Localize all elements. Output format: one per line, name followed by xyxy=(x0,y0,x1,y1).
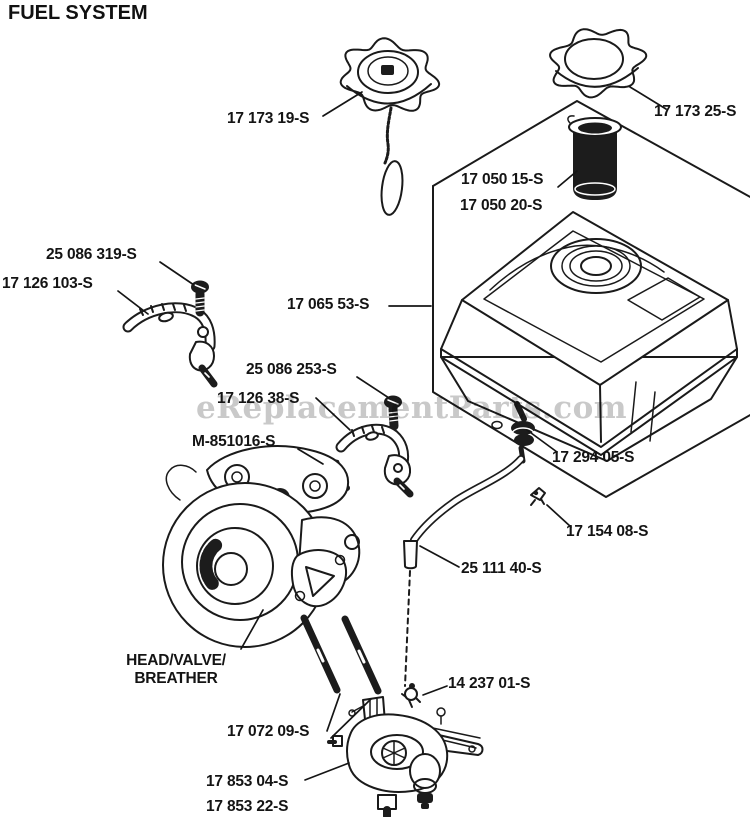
part-label-clamp-lower: 14 237 01-S xyxy=(448,675,531,692)
carburetor-drawing xyxy=(327,696,484,817)
part-label-fuel-outlet-valve: 17 294 05-S xyxy=(552,449,635,466)
part-label-studs: 17 072 09-S xyxy=(227,723,310,740)
fuel-tank-drawing xyxy=(440,211,738,462)
part-label-fuel-cap-tethered: 17 173 19-S xyxy=(227,110,310,127)
part-label-clamp-upper: 17 154 08-S xyxy=(566,523,649,540)
part-label-head-valve-breather: HEAD/VALVE/ BREATHER xyxy=(110,652,242,688)
part-label-fuel-cap: 17 173 25-S xyxy=(654,103,737,120)
head-valve-breather-line2: BREATHER xyxy=(134,670,218,687)
part-label-fuel-line: 25 111 40-S xyxy=(461,560,542,577)
studs-drawing xyxy=(300,614,382,695)
part-label-carburetor-a: 17 853 04-S xyxy=(206,773,289,790)
watermark: eReplacementParts.com xyxy=(196,390,628,426)
part-label-screw-lower: 25 086 253-S xyxy=(246,361,337,378)
part-label-carburetor-b: 17 853 22-S xyxy=(206,798,289,815)
page-title: FUEL SYSTEM xyxy=(8,2,148,24)
lower-clamp-drawing xyxy=(401,683,421,708)
leader-lines xyxy=(117,86,667,781)
part-label-fuel-tank: 17 065 53-S xyxy=(287,296,370,313)
head-valve-breather-line1: HEAD/VALVE/ xyxy=(126,652,226,669)
part-label-fuel-filter-b: 17 050 20-S xyxy=(460,197,543,214)
fuel-line-drawing xyxy=(403,455,525,687)
part-label-screw-upper: 25 086 319-S xyxy=(46,246,137,263)
lower-screw-drawing xyxy=(384,395,402,431)
tethered-fuel-cap-drawing xyxy=(339,37,441,216)
lower-bracket-drawing xyxy=(335,423,414,498)
outlet-valve-drawing xyxy=(511,401,535,464)
part-label-bracket-upper: 17 126 103-S xyxy=(2,275,93,292)
part-label-fuel-filter-a: 17 050 15-S xyxy=(461,171,544,188)
fuel-cap-drawing xyxy=(549,28,648,99)
fuel-filter-drawing xyxy=(567,115,622,200)
part-label-flange-bolt: M-851016-S xyxy=(192,433,276,450)
head-valve-breather-drawing xyxy=(162,445,361,648)
upper-clamp-drawing xyxy=(530,487,546,506)
upper-screw-drawing xyxy=(191,280,209,317)
part-label-bracket-lower: 17 126 38-S xyxy=(217,390,300,407)
